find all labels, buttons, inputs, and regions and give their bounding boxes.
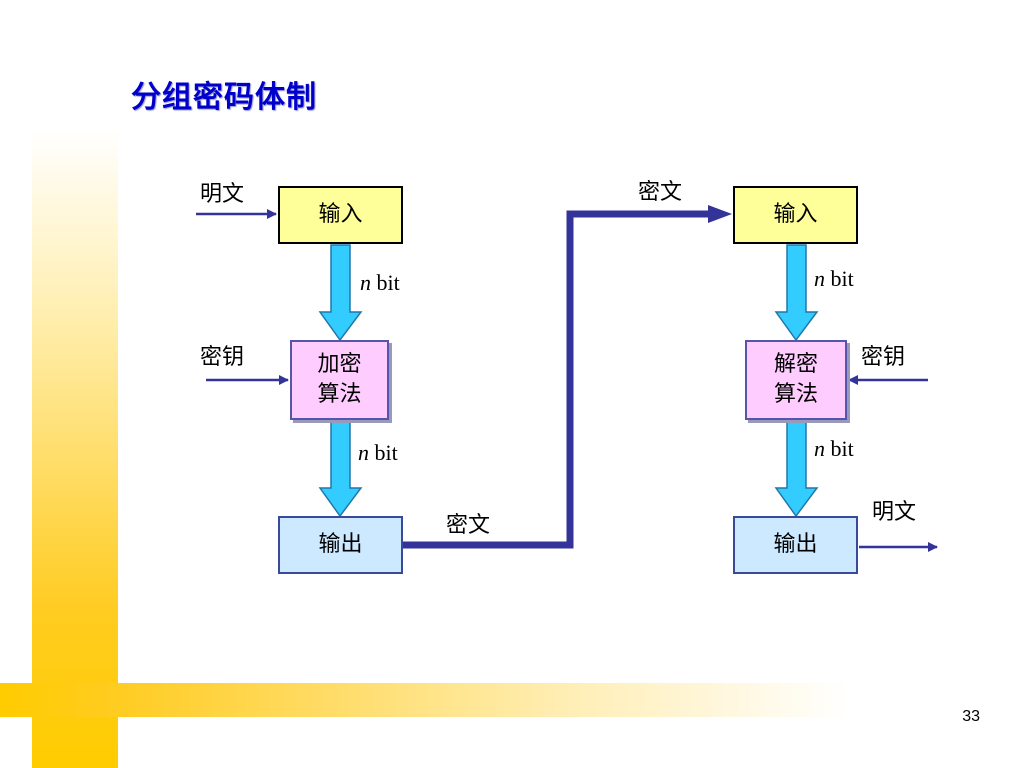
encrypt-input-label: 输入 [318, 202, 363, 227]
decryption-algorithm-line1: 解密 [773, 352, 818, 377]
decrypt-output-label: 输出 [773, 532, 818, 557]
plaintext-label-decrypt: 明文 [872, 500, 917, 525]
n-bit-flow-arrow-decrypt-top [774, 244, 819, 342]
page-number: 33 [962, 708, 980, 725]
n-bit-flow-arrow-encrypt-top [318, 244, 363, 342]
encrypt-output-label: 输出 [318, 532, 363, 557]
n-bit-label-encrypt-top: n bit [360, 270, 400, 295]
slide-title: 分组密码体制 [131, 80, 317, 115]
encryption-algorithm-box: 加密 算法 [290, 340, 389, 420]
ciphertext-channel-arrowhead [708, 205, 732, 223]
decrypt-input-label: 输入 [773, 202, 818, 227]
encrypt-output-box: 输出 [278, 516, 403, 574]
plaintext-label-encrypt: 明文 [200, 182, 245, 207]
decrypt-output-box: 输出 [733, 516, 858, 574]
ciphertext-label-channel-out: 密文 [446, 513, 491, 538]
decorative-vertical-bar [32, 130, 118, 768]
n-bit-label-decrypt-bottom: n bit [814, 436, 854, 461]
ciphertext-label-channel-in: 密文 [638, 180, 683, 205]
encrypt-input-box: 输入 [278, 186, 403, 244]
encryption-algorithm-line2: 算法 [317, 382, 362, 407]
decryption-algorithm-box: 解密 算法 [745, 340, 847, 420]
n-bit-label-decrypt-top: n bit [814, 266, 854, 291]
key-label-encrypt: 密钥 [200, 345, 245, 370]
n-bit-flow-arrow-decrypt-bottom [774, 421, 819, 518]
n-bit-label-encrypt-bottom: n bit [358, 440, 398, 465]
encryption-algorithm-line1: 加密 [317, 352, 362, 377]
decrypt-input-box: 输入 [733, 186, 858, 244]
decorative-horizontal-bar [0, 683, 850, 717]
ciphertext-channel-line [403, 210, 712, 549]
key-label-decrypt: 密钥 [861, 345, 906, 370]
n-bit-flow-arrow-encrypt-bottom [318, 421, 363, 518]
decryption-algorithm-line2: 算法 [773, 382, 818, 407]
